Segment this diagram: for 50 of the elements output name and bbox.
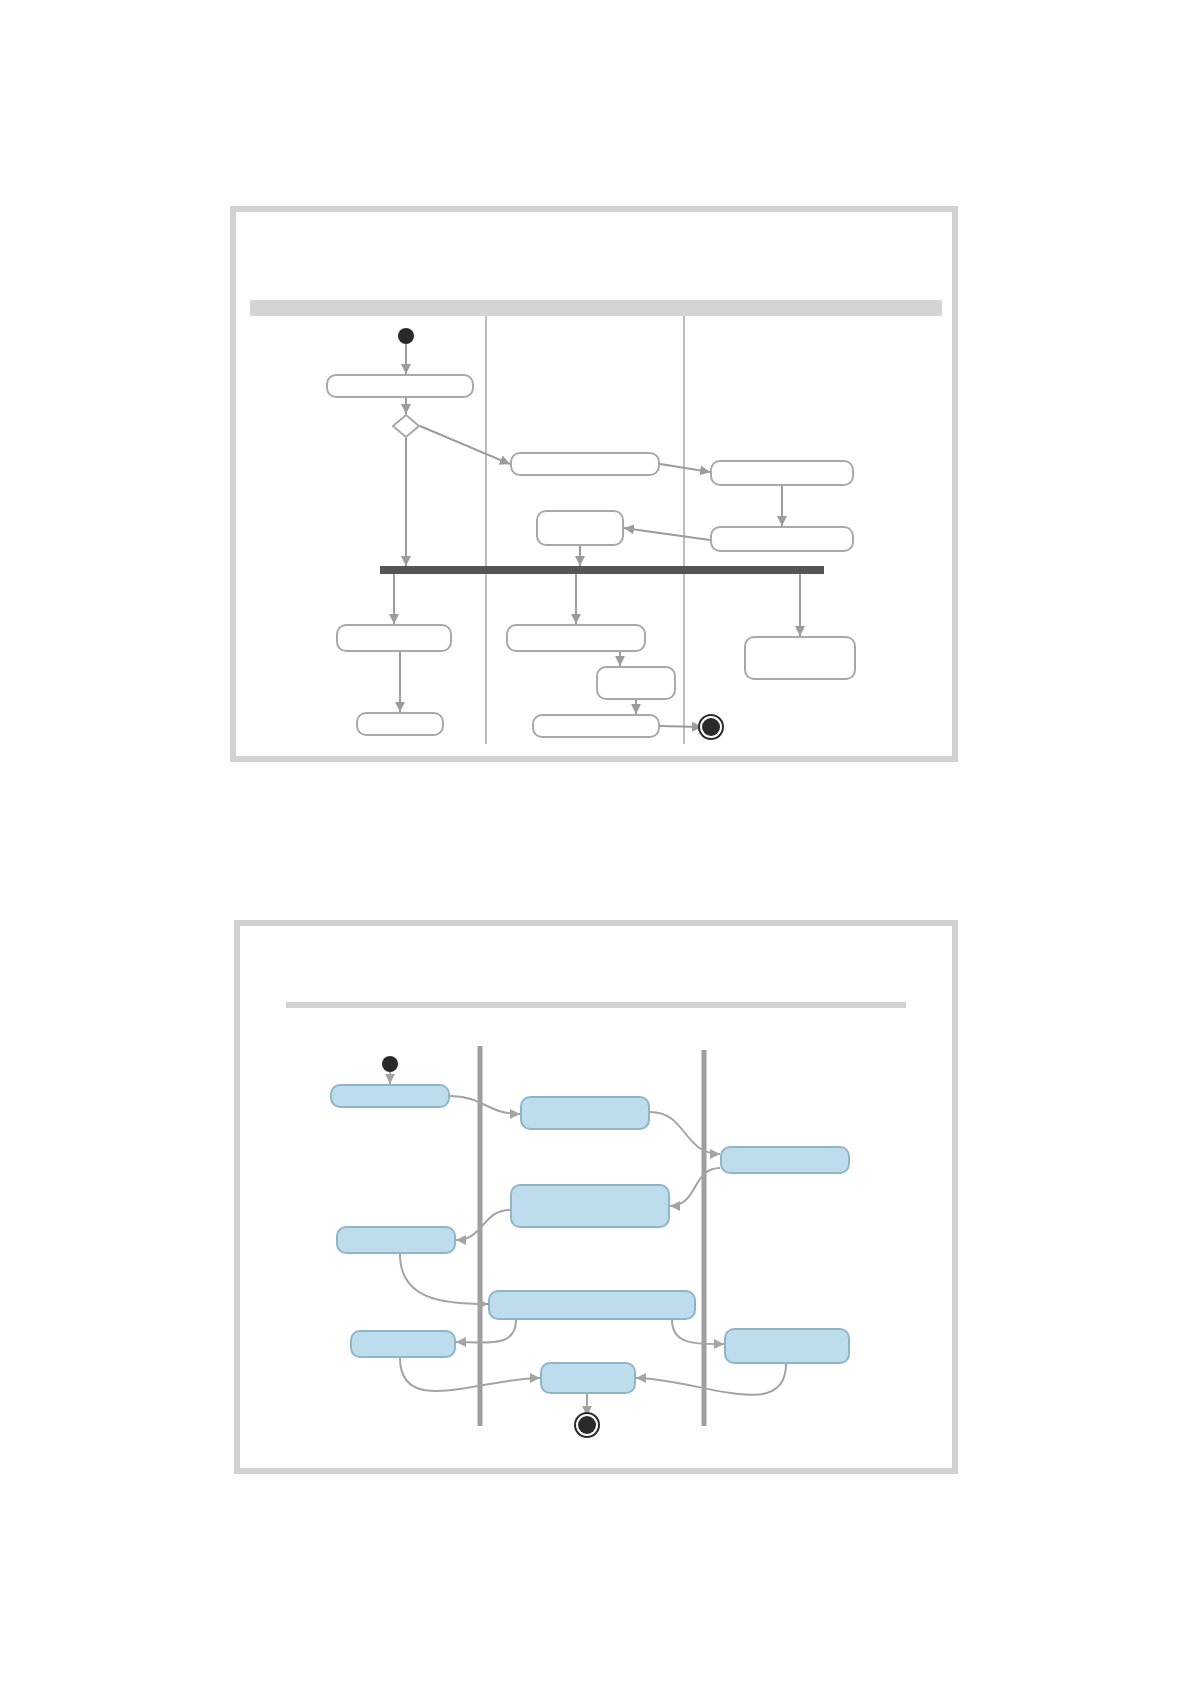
activity-box — [506, 624, 646, 652]
flow-arrow — [419, 425, 511, 465]
flow-arrow — [389, 573, 399, 625]
activity-box — [710, 460, 854, 486]
flow-arrow — [582, 1393, 592, 1417]
activity-box — [744, 636, 856, 680]
flow-arrow — [615, 651, 625, 667]
flow-arrow — [399, 1357, 541, 1393]
activity-box — [510, 1184, 670, 1228]
activity-box — [520, 1096, 650, 1130]
activity-box — [510, 452, 660, 476]
flow-arrow — [385, 1071, 395, 1085]
flow-arrow — [401, 343, 411, 375]
activity-box — [336, 624, 452, 652]
decision-diamond — [392, 414, 420, 438]
flow-arrow — [671, 1319, 725, 1350]
flow-arrow — [777, 485, 787, 527]
activity-box — [596, 666, 676, 700]
sync-bar — [380, 566, 824, 574]
flow-arrow — [575, 545, 585, 567]
activity-box — [710, 526, 854, 552]
activity-box — [536, 510, 624, 546]
activity-box — [356, 712, 444, 736]
activity-box — [488, 1290, 696, 1320]
activity-box — [532, 714, 660, 738]
flow-arrow — [635, 1363, 787, 1396]
flow-arrow — [399, 1253, 489, 1309]
activity-box — [724, 1328, 850, 1364]
flow-arrow — [401, 397, 411, 415]
flow-arrow — [795, 573, 805, 637]
end-node — [578, 1416, 596, 1434]
activity-box — [326, 374, 474, 398]
flow-arrow — [571, 573, 581, 625]
flow-arrow — [455, 1209, 511, 1245]
activity-box — [540, 1362, 636, 1394]
flow-arrow — [659, 721, 703, 732]
flow-arrow — [455, 1319, 517, 1348]
flow-arrow — [659, 463, 711, 476]
activity-box — [350, 1330, 456, 1358]
flow-arrow — [631, 699, 641, 715]
flow-arrow — [395, 651, 405, 713]
flow-arrow — [449, 1095, 521, 1119]
flow-arrow — [669, 1167, 721, 1210]
activity-box — [336, 1226, 456, 1254]
flow-arrow — [649, 1111, 721, 1158]
flow-arrow — [401, 437, 411, 567]
end-node — [702, 718, 720, 736]
flow-arrow — [623, 524, 711, 541]
activity-box — [720, 1146, 850, 1174]
activity-box — [330, 1084, 450, 1108]
